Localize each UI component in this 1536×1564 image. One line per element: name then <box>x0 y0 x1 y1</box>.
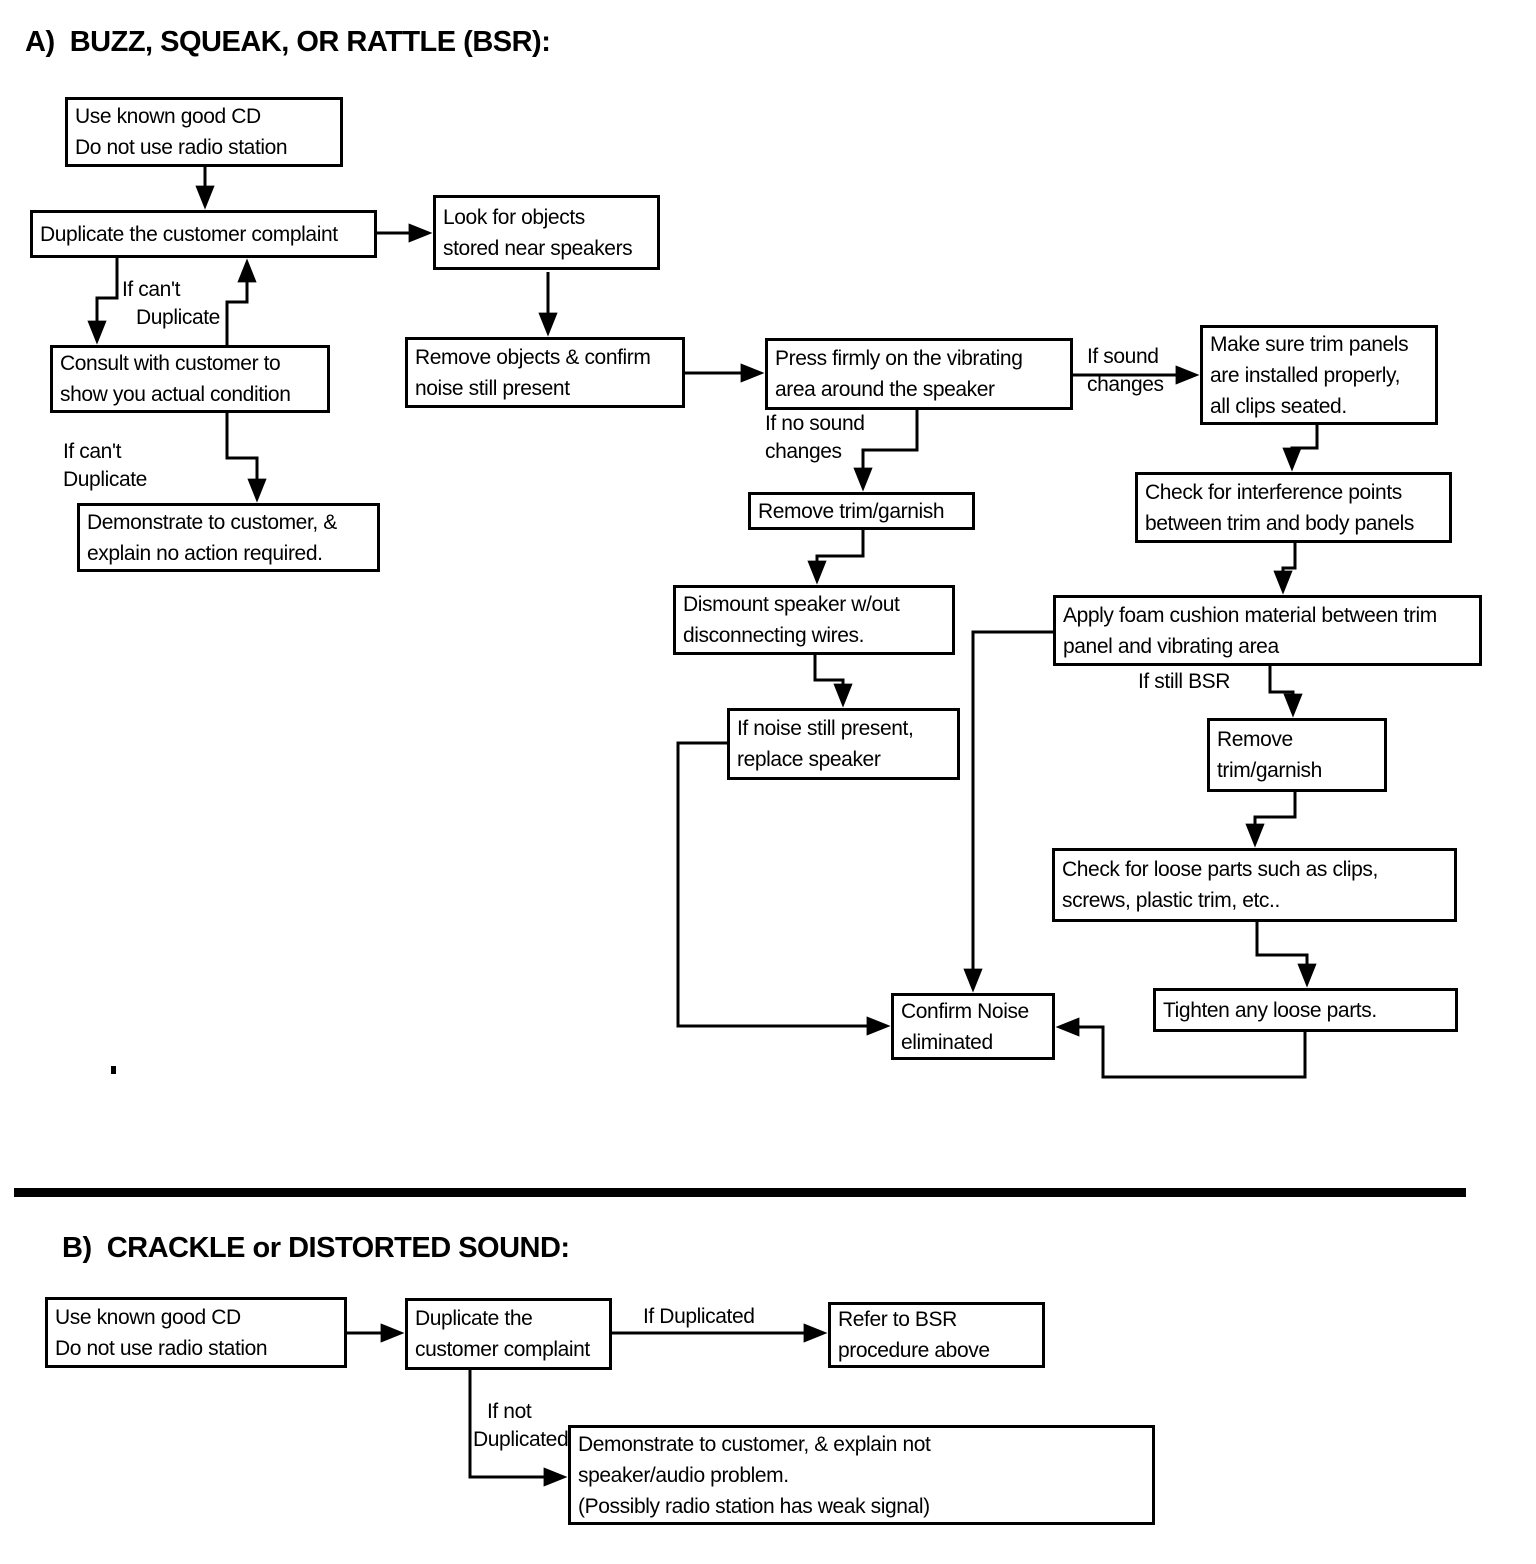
node-text-line: Check for interference points <box>1145 480 1402 504</box>
edge-label-line: If still BSR <box>1138 670 1231 693</box>
node-text-line: Do not use radio station <box>55 1336 268 1360</box>
node-use-known-good-cd-b: Use known good CD Do not use radio stati… <box>45 1297 347 1368</box>
node-text-line: replace speaker <box>737 748 881 771</box>
edge-duplicate-to-consult <box>87 258 119 345</box>
node-text-line: (Possibly radio station has weak signal) <box>578 1494 930 1518</box>
node-confirm-noise: Confirm Noise eliminated <box>891 993 1055 1060</box>
node-look-for-objects: Look for objects stored near speakers <box>433 195 660 270</box>
node-text-line: Refer to BSR <box>838 1308 957 1331</box>
node-text-line: Dismount speaker w/out <box>683 593 900 616</box>
edge-label-line: Duplicate <box>136 306 220 329</box>
node-text-line: customer complaint <box>415 1338 590 1361</box>
node-text-line: area around the speaker <box>775 378 995 401</box>
edge-replacespeaker-to-confirm <box>676 741 891 1036</box>
edge-label-if-sound-changes: If sound changes <box>1087 343 1164 399</box>
node-text-line: Demonstrate to customer, & explain not <box>578 1432 931 1456</box>
edge-label-if-not-duplicated: If not Duplicated <box>473 1398 569 1454</box>
node-text-line: Confirm Noise <box>901 999 1029 1023</box>
edge-consult-to-duplicate <box>225 258 257 345</box>
node-text-line: Remove trim/garnish <box>758 499 945 523</box>
node-text-line: Do not use radio station <box>75 136 288 159</box>
node-text-line: Remove objects & confirm <box>415 345 651 369</box>
node-text-line: between trim and body panels <box>1145 511 1414 535</box>
node-text-line: disconnecting wires. <box>683 624 865 647</box>
edge-label-line: changes <box>1087 373 1164 396</box>
edge-label-line: Duplicate <box>63 468 147 491</box>
node-tighten-loose-parts: Tighten any loose parts. <box>1153 988 1458 1032</box>
node-text-line: panel and vibrating area <box>1063 634 1279 658</box>
section-b-title: B) CRACKLE or DISTORTED SOUND: <box>62 1232 570 1264</box>
node-use-known-good-cd: Use known good CD Do not use radio stati… <box>65 97 343 167</box>
section-a-title: A) BUZZ, SQUEAK, OR RATTLE (BSR): <box>25 26 551 58</box>
section-divider <box>14 1188 1466 1197</box>
edge-tighten-to-confirm <box>1055 1017 1307 1079</box>
edge-makesure-to-interference <box>1282 425 1319 472</box>
edge-label-if-no-sound-changes: If no sound changes <box>765 410 865 466</box>
node-refer-to-bsr: Refer to BSR procedure above <box>828 1302 1045 1368</box>
edge-looseparts-to-tighten <box>1255 922 1317 988</box>
node-text-line: Use known good CD <box>55 1305 241 1329</box>
edge-label-line: If Duplicated <box>643 1305 755 1328</box>
node-duplicate-complaint: Duplicate the customer complaint <box>30 210 377 258</box>
node-text-line: Demonstrate to customer, & <box>87 510 337 534</box>
edge-removetrim2-to-looseparts <box>1245 792 1297 848</box>
node-text-line: show you actual condition <box>60 383 291 406</box>
node-text-line: Check for loose parts such as clips, <box>1062 858 1378 881</box>
node-text-line: Tighten any loose parts. <box>1163 998 1377 1022</box>
node-text-line: speaker/audio problem. <box>578 1463 789 1487</box>
edge-pressfirmly-to-removetrim1 <box>853 410 919 492</box>
edge-label-line: If sound <box>1087 345 1159 368</box>
edge-dismount-to-replacespeaker <box>813 655 853 708</box>
edge-label-if-cant-duplicate-1: If can't Duplicate <box>122 276 220 332</box>
node-demonstrate-not-speaker: Demonstrate to customer, & explain not s… <box>568 1425 1155 1525</box>
edge-label-line: If can't <box>63 440 122 463</box>
edge-removetrim1-to-dismount <box>807 530 865 585</box>
edge-label-line: Duplicated <box>473 1428 569 1451</box>
edge-applyfoam-to-removetrim2 <box>1268 666 1303 718</box>
edge-label-if-duplicated: If Duplicated <box>643 1303 755 1331</box>
scan-artifact-dot <box>111 1066 116 1074</box>
edge-consult-to-demonstrate <box>225 413 267 503</box>
node-text-line: screws, plastic trim, etc.. <box>1062 889 1280 912</box>
node-text-line: explain no action required. <box>87 541 323 565</box>
edge-label-line: changes <box>765 440 842 463</box>
node-check-interference: Check for interference points between tr… <box>1135 472 1452 543</box>
node-text-line: eliminated <box>901 1030 993 1054</box>
edge-label-line: If not <box>487 1400 532 1423</box>
node-text-line: Apply foam cushion material between trim <box>1063 603 1437 627</box>
node-text-line: Duplicate the customer complaint <box>40 222 338 246</box>
node-press-firmly: Press firmly on the vibrating area aroun… <box>765 338 1073 410</box>
node-text-line: Look for objects <box>443 205 585 229</box>
node-text-line: noise still present <box>415 376 570 400</box>
node-duplicate-complaint-b: Duplicate the customer complaint <box>405 1298 612 1370</box>
edge-applyfoam-to-confirm <box>963 630 1053 993</box>
node-remove-objects: Remove objects & confirm noise still pre… <box>405 337 685 408</box>
node-text-line: If noise still present, <box>737 717 914 740</box>
node-text-line: trim/garnish <box>1217 759 1322 782</box>
node-text-line: Make sure trim panels <box>1210 332 1409 356</box>
node-text-line: Use known good CD <box>75 105 261 128</box>
node-consult-customer: Consult with customer to show you actual… <box>50 345 330 413</box>
node-text-line: all clips seated. <box>1210 394 1347 418</box>
node-remove-trim-garnish-2: Remove trim/garnish <box>1207 718 1387 792</box>
node-text-line: stored near speakers <box>443 236 633 260</box>
node-apply-foam: Apply foam cushion material between trim… <box>1053 595 1482 666</box>
node-dismount-speaker: Dismount speaker w/out disconnecting wir… <box>673 585 955 655</box>
node-text-line: procedure above <box>838 1339 990 1362</box>
node-text-line: Press firmly on the vibrating <box>775 347 1023 370</box>
node-make-sure-trim-panels: Make sure trim panels are installed prop… <box>1200 325 1438 425</box>
edge-label-if-still-bsr: If still BSR <box>1138 668 1230 696</box>
node-text-line: are installed properly, <box>1210 363 1401 387</box>
node-remove-trim-garnish-1: Remove trim/garnish <box>748 492 975 530</box>
node-text-line: Duplicate the <box>415 1307 533 1330</box>
edge-label-line: If no sound <box>765 412 865 435</box>
edge-interference-to-applyfoam <box>1273 543 1297 595</box>
edge-label-line: If can't <box>122 278 181 301</box>
node-check-loose-parts: Check for loose parts such as clips, scr… <box>1052 848 1457 922</box>
node-demonstrate-no-action: Demonstrate to customer, & explain no ac… <box>77 503 380 572</box>
node-text-line: Remove <box>1217 728 1293 751</box>
node-replace-speaker: If noise still present, replace speaker <box>727 708 960 780</box>
node-text-line: Consult with customer to <box>60 352 281 375</box>
edge-label-if-cant-duplicate-2: If can't Duplicate <box>63 438 147 494</box>
